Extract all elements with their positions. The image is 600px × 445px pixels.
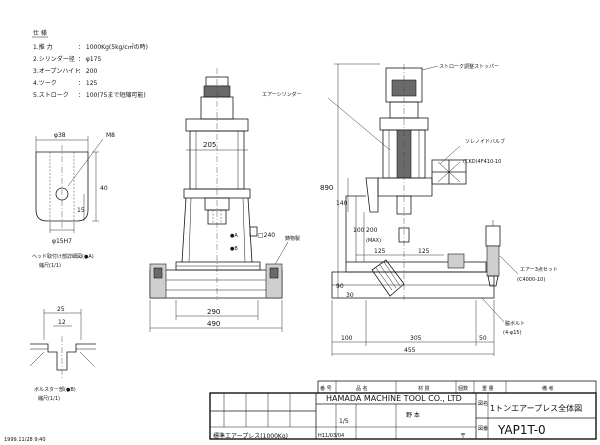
spec-label-5: 5.ストローク [33,92,69,99]
side-dim-90: 90 [336,283,344,290]
side-dim-50: 50 [479,335,487,342]
tb-company: HAMADA MACHINE TOOL CO., LTD [326,394,462,403]
head-caption-2: 縮尺(1/1) [39,262,61,269]
tb-h-name: 品 名 [356,385,368,392]
bolster-caption-2: 縮尺(1/1) [38,395,60,402]
side-view: ストローク調整ストッパー エアーシリンダー ソレノイドバルブ (CKD)4F41… [262,63,558,356]
spec-heading: 仕 様 [33,29,47,37]
bolster-dim-25: 25 [57,306,65,313]
spec-label-4: 4.ツーク [33,80,57,87]
tb-product-name: 標準エアープレス(1000Kg) [213,432,288,440]
front-dim-205: 205 [203,141,216,149]
side-dim-140: 140 [336,200,348,207]
side-dim-125a: 125 [374,248,386,255]
side-dim-max: (MAX) [366,238,381,244]
tb-stamp: 〒 [460,433,466,440]
spec-value-3: ： 200 [78,68,98,75]
side-label-valve-1: ソレノイドバルブ [465,138,505,145]
head-dim-m: M8 [106,132,115,139]
head-dim-40: 40 [100,185,108,192]
side-dim-100: 100 [353,227,365,234]
spec-label-3: 3.オープンハイト [33,68,80,75]
head-dim-15: 15 [77,207,85,214]
side-dim-890: 890 [320,184,333,192]
head-caption-1: ヘッド取付け部詳細図(●A) [32,253,94,260]
side-dim-30: 30 [346,292,354,299]
tb-label-zu: 図名 [478,400,488,407]
tb-scale: 1/5 [339,418,349,425]
side-dim-455: 455 [404,347,416,354]
side-label-bolt-1: 脇ボルト [505,320,525,327]
front-anchor-label: 鋳物製 [285,235,300,242]
spec-value-1: ： 1000Kg(5kg/c㎡の時) [78,43,148,51]
tb-drawing-no: YAP1T-0 [497,423,546,437]
spec-label-2: 2.シリンダー径 [33,55,75,63]
tb-h-weight: 重 量 [482,385,494,392]
tb-designer: 野 本 [406,411,420,419]
spec-value-2: ： φ175 [78,56,102,63]
tb-h-qty: 個数 [458,385,468,392]
tb-label-ban: 図番 [478,425,488,432]
front-dim-290: 290 [207,308,220,316]
spec-value-5: ： 100(75まで短縮可能) [78,91,146,99]
bolster-caption-1: ボルスター部(●B) [34,386,76,393]
side-label-air-1: エアー3点セット [520,267,558,273]
tb-date: H11/03/04 [318,433,344,439]
title-block: 番 号 品 名 材 質 個数 重 量 備 考 HAMADA MACHINE TO… [209,380,597,440]
side-label-air-2: (C4000-10) [517,277,545,283]
tb-drawing-title: 1トンエアープレス全体図 [490,403,582,413]
head-detail: φ38 M8 40 15 φ15H7 ヘッド取付け部詳細図(●A) 縮尺(1/1… [32,132,115,269]
tb-h-note: 備 考 [542,385,554,392]
spec-table: 仕 様 1.推 力 ： 1000Kg(5kg/c㎡の時) 2.シリンダー径 ： … [32,29,148,99]
footer-stamp: 1999.11/28 9:40 [4,437,46,443]
spec-label-1: 1.推 力 [33,43,53,51]
front-mark-b: ●B [230,246,238,252]
side-dim-125b: 125 [418,248,430,255]
side-label-valve-2: (CKD)4F410-10 [463,159,501,165]
head-dim-bottom: φ15H7 [52,238,72,245]
side-dim-b100: 100 [341,335,353,342]
side-dim-200: 200 [366,227,378,234]
front-dim-490: 490 [207,320,220,328]
bolster-dim-12: 12 [58,319,66,326]
side-label-cylinder: エアーシリンダー [262,91,302,98]
tb-h-no: 番 号 [320,385,332,392]
head-dim-top: φ38 [54,132,66,139]
spec-value-4: ： 125 [78,80,98,87]
front-view: 205 ●A ●B □240 鋳物製 290 [149,68,300,332]
bolster-detail: 25 12 ボルスター部(●B) 縮尺(1/1) [29,306,96,402]
side-label-stopper: ストローク調整ストッパー [439,63,499,70]
front-dim-240: □240 [258,232,275,239]
tb-h-material: 材 質 [418,385,430,392]
side-foot-hatch [371,259,405,297]
side-label-bolt-2: (4-φ15) [503,330,522,336]
front-mark-a: ●A [230,233,238,239]
side-dim-305: 305 [410,335,422,342]
